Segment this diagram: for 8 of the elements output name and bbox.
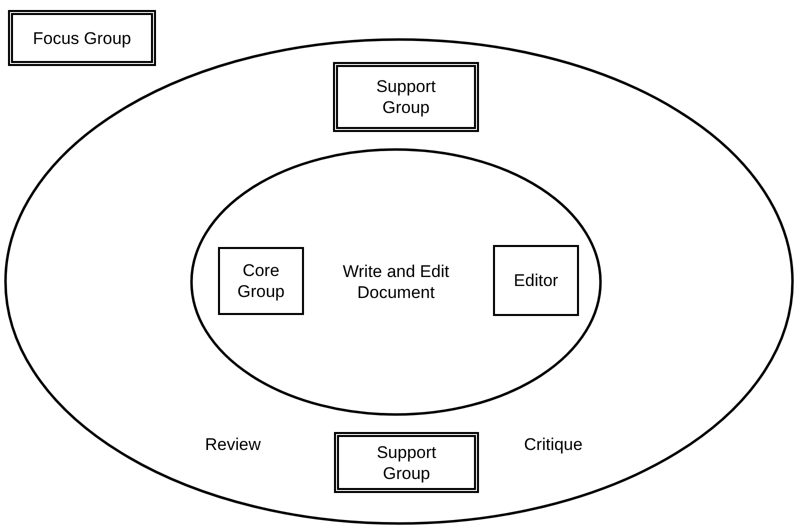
- process-box: Focus Group: [8, 10, 156, 66]
- process-box: Editor: [493, 245, 579, 316]
- text-label: Review: [205, 435, 261, 455]
- center-label: Write and Edit Document: [342, 261, 450, 303]
- process-box: Support Group: [333, 62, 479, 132]
- process-box: Core Group: [218, 247, 304, 315]
- process-box: Support Group: [334, 432, 479, 493]
- text-label: Critique: [524, 435, 583, 455]
